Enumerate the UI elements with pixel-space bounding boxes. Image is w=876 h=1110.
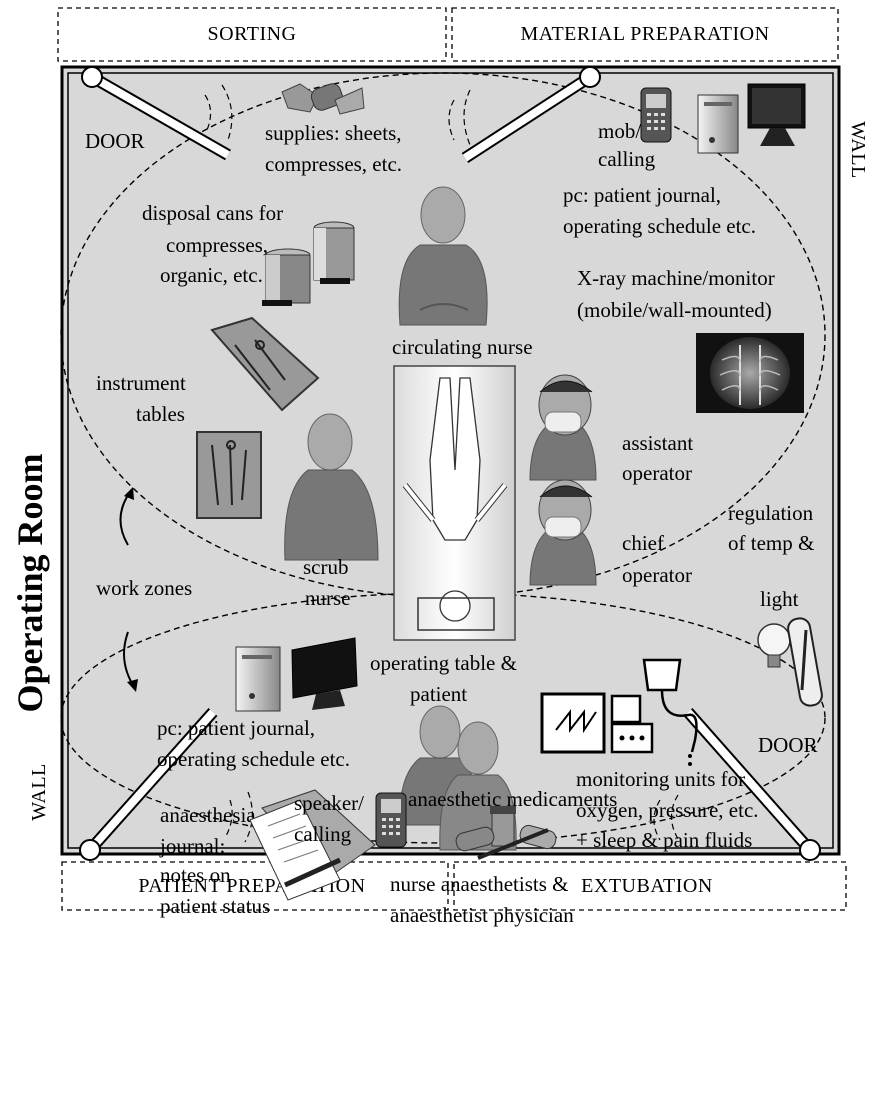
operating-table-icon — [393, 365, 516, 641]
supplies-label: supplies: sheets, compresses, etc. — [265, 121, 407, 176]
zone-extubation-label: EXTUBATION — [581, 875, 713, 897]
work-zones-arrows — [119, 487, 138, 692]
computer-icon-bottom — [235, 637, 358, 712]
mob-calling-label: mob/ calling — [598, 119, 656, 171]
door-top-right — [448, 66, 601, 164]
door-label-top: DOOR — [85, 129, 145, 153]
disposal-label: disposal cans for compresses, organic, e… — [142, 201, 288, 287]
medicaments-icon — [455, 806, 557, 860]
chief-operator-figure — [529, 479, 597, 586]
supplies-icon — [281, 83, 365, 115]
speaker-calling-label: speaker/ calling — [294, 791, 369, 846]
xray-monitor-icon — [696, 333, 804, 413]
nurse-anaesthetists-label: nurse anaesthetists & anaesthetist physi… — [390, 872, 574, 927]
door-label-bottom: DOOR — [758, 733, 818, 757]
speaker-phone-icon — [375, 792, 407, 848]
work-zones-label: work zones — [96, 576, 192, 600]
instrument-table-icon-bottom — [196, 431, 262, 519]
work-zone-upper — [60, 72, 826, 598]
scrub-nurse-label: scrub nurse — [303, 555, 354, 610]
pc-top-label: pc: patient journal, operating schedule … — [563, 183, 756, 238]
chief-operator-label: chief operator — [622, 531, 692, 587]
zone-material-preparation-label: MATERIAL PREPARATION — [520, 23, 769, 45]
door-bottom-right: DOOR — [653, 708, 821, 861]
wall-label-right: WALL — [847, 121, 869, 179]
zone-sorting-label: SORTING — [208, 23, 297, 45]
mobile-phone-icon — [640, 87, 672, 143]
page-title: Operating Room — [10, 454, 50, 713]
regulation-label: regulation of temp & light — [728, 501, 820, 611]
disposal-cans-icon — [262, 221, 355, 306]
wall-label-left: WALL — [28, 763, 50, 821]
anaesthesia-journal-label: anaesthesia journal: notes on patient st… — [159, 803, 270, 918]
instrument-table-icon-top — [210, 316, 320, 412]
instrument-tables-label: instrument tables — [96, 371, 191, 426]
assistant-operator-label: assistant operator — [622, 431, 698, 485]
journal-notes-icon — [249, 789, 376, 901]
door-bottom-left — [79, 708, 253, 861]
zone-extubation: EXTUBATION — [453, 861, 847, 911]
operating-table-label: operating table & patient — [370, 651, 522, 706]
door-top-left: DOOR — [81, 66, 233, 161]
monitoring-units-icon — [540, 658, 698, 766]
circulating-nurse-figure — [398, 186, 488, 326]
computer-icon-top — [697, 83, 806, 154]
assistant-operator-figure — [529, 374, 597, 481]
zone-material-preparation: MATERIAL PREPARATION — [451, 7, 839, 62]
xray-label: X-ray machine/monitor (mobile/wall-mount… — [577, 266, 780, 322]
scrub-nurse-figure — [284, 413, 379, 561]
zone-sorting: SORTING — [57, 7, 447, 62]
pc-bottom-label: pc: patient journal, operating schedule … — [157, 716, 350, 771]
monitoring-label: monitoring units for oxygen, pressure, e… — [576, 767, 764, 852]
lightbulb-thermometer-icon — [757, 617, 823, 707]
circulating-nurse-label: circulating nurse — [392, 335, 533, 359]
